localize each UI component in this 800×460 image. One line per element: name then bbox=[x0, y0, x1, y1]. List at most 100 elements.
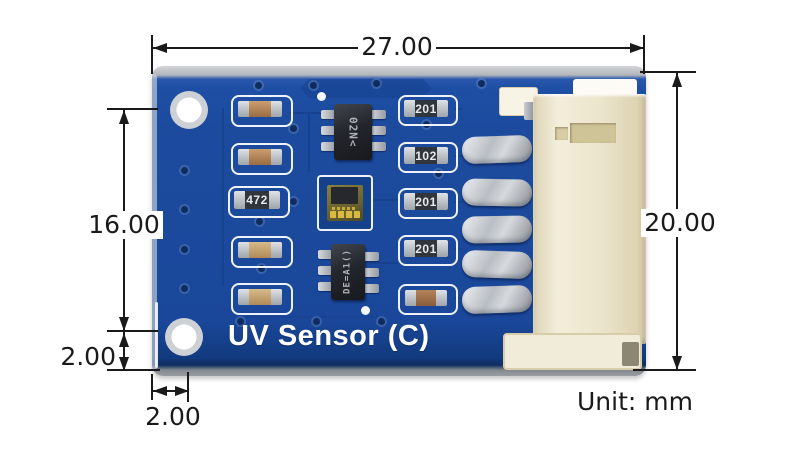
resistor-pad: 201 bbox=[398, 235, 458, 266]
resistor-472: 472 bbox=[234, 191, 280, 209]
via bbox=[478, 80, 485, 87]
via bbox=[378, 318, 385, 325]
capacitor-pad bbox=[231, 95, 293, 127]
via bbox=[290, 125, 297, 132]
offseth-arrow-left bbox=[153, 386, 167, 396]
solder-joint bbox=[461, 134, 533, 165]
capacitor bbox=[238, 149, 282, 165]
span-arrow-down bbox=[119, 317, 129, 331]
trace-zone bbox=[300, 79, 432, 98]
trace bbox=[454, 108, 463, 110]
span-dim-label: 16.00 bbox=[85, 211, 163, 239]
ic-pin bbox=[364, 252, 379, 261]
via bbox=[181, 246, 188, 253]
silkscreen-dot bbox=[361, 306, 370, 315]
capacitor-pad bbox=[231, 236, 293, 268]
ic-pin bbox=[364, 284, 379, 293]
connector-latch bbox=[503, 333, 642, 370]
offsetv-tick-bottom bbox=[107, 369, 160, 371]
width-ext-line-right bbox=[643, 35, 645, 74]
trace bbox=[369, 199, 399, 201]
width-arrow-left bbox=[153, 43, 167, 53]
resistor-marking: 201 bbox=[415, 241, 437, 256]
mounting-hole-bottom-left bbox=[165, 318, 203, 356]
ic-pin bbox=[364, 268, 379, 277]
uv-sensor-chip bbox=[327, 185, 363, 221]
uv-sensor-bond-wires bbox=[332, 207, 356, 210]
via bbox=[310, 82, 317, 89]
trace bbox=[454, 201, 463, 203]
trace bbox=[236, 316, 386, 318]
connector-slot bbox=[570, 123, 616, 143]
via bbox=[373, 80, 380, 87]
offsetv-dim-label: 2.00 bbox=[60, 342, 116, 371]
trace bbox=[289, 112, 321, 114]
trace bbox=[454, 155, 463, 157]
via bbox=[255, 82, 262, 89]
capacitor-pad bbox=[231, 283, 293, 315]
capacitor bbox=[238, 242, 282, 258]
via bbox=[256, 218, 263, 225]
pcb-board: 472 201 102 201 bbox=[152, 66, 646, 376]
via bbox=[313, 318, 320, 325]
capacitor-pad bbox=[398, 284, 458, 315]
resistor-201: 201 bbox=[404, 100, 448, 117]
capacitor bbox=[238, 101, 282, 117]
resistor-pad: 472 bbox=[228, 186, 290, 218]
width-dim-label: 27.00 bbox=[358, 33, 436, 61]
resistor-102: 102 bbox=[404, 147, 448, 164]
uv-sensor-die bbox=[331, 187, 358, 204]
height-arrow-down bbox=[672, 356, 682, 370]
via bbox=[181, 206, 188, 213]
resistor-marking: 201 bbox=[415, 194, 437, 209]
connector-pin bbox=[524, 102, 534, 120]
ic2-marking: DE=A1() bbox=[342, 249, 353, 295]
ic-pin bbox=[321, 142, 336, 151]
resistor-marking: 201 bbox=[415, 101, 437, 116]
uv-sensor-gold-pads bbox=[330, 211, 360, 218]
mounting-hole-top-left bbox=[170, 91, 208, 129]
offsetv-arrow-up bbox=[119, 333, 129, 347]
uv-sensor-pad bbox=[317, 175, 373, 231]
capacitor-pad bbox=[231, 143, 293, 175]
offseth-ext-left bbox=[151, 374, 153, 400]
span-tick-top bbox=[107, 108, 158, 110]
ic-pin bbox=[371, 126, 386, 135]
offseth-arrow-right bbox=[175, 386, 189, 396]
height-arrow-up bbox=[672, 73, 682, 87]
solder-joint bbox=[461, 284, 533, 315]
connector-slot-notch bbox=[555, 127, 568, 140]
ic-pin bbox=[321, 126, 336, 135]
ic-pin bbox=[371, 142, 386, 151]
trace bbox=[454, 248, 463, 250]
height-tick-bottom bbox=[633, 369, 696, 371]
ic1-marking: 02N< bbox=[346, 116, 360, 148]
width-ext-line-left bbox=[151, 35, 153, 74]
height-tick-top bbox=[640, 71, 696, 73]
via bbox=[290, 198, 297, 205]
ic1-body: 02N< bbox=[334, 104, 372, 160]
ic-pin bbox=[318, 282, 333, 291]
resistor-pad: 201 bbox=[398, 188, 458, 219]
resistor-pad: 102 bbox=[398, 142, 458, 173]
trace bbox=[454, 297, 463, 299]
via bbox=[237, 318, 244, 325]
ic2-body: DE=A1() bbox=[331, 244, 365, 300]
ic-pin bbox=[321, 110, 336, 119]
silkscreen-edge-stripe bbox=[155, 302, 158, 368]
trace bbox=[365, 262, 399, 264]
trace bbox=[222, 108, 224, 286]
board-title: UV Sensor (C) bbox=[228, 320, 430, 352]
unit-note: Unit: mm bbox=[577, 387, 693, 416]
connector-corner-notch bbox=[622, 342, 639, 366]
solder-joint bbox=[461, 215, 533, 244]
span-tick-bottom bbox=[107, 330, 158, 332]
offsetv-dim-line bbox=[123, 332, 125, 371]
ic-pin bbox=[318, 266, 333, 275]
solder-joint bbox=[461, 178, 533, 207]
via bbox=[258, 265, 265, 272]
ic-pin bbox=[371, 110, 386, 119]
resistor-201: 201 bbox=[404, 193, 448, 210]
connector-silkscreen-mark bbox=[573, 79, 637, 96]
